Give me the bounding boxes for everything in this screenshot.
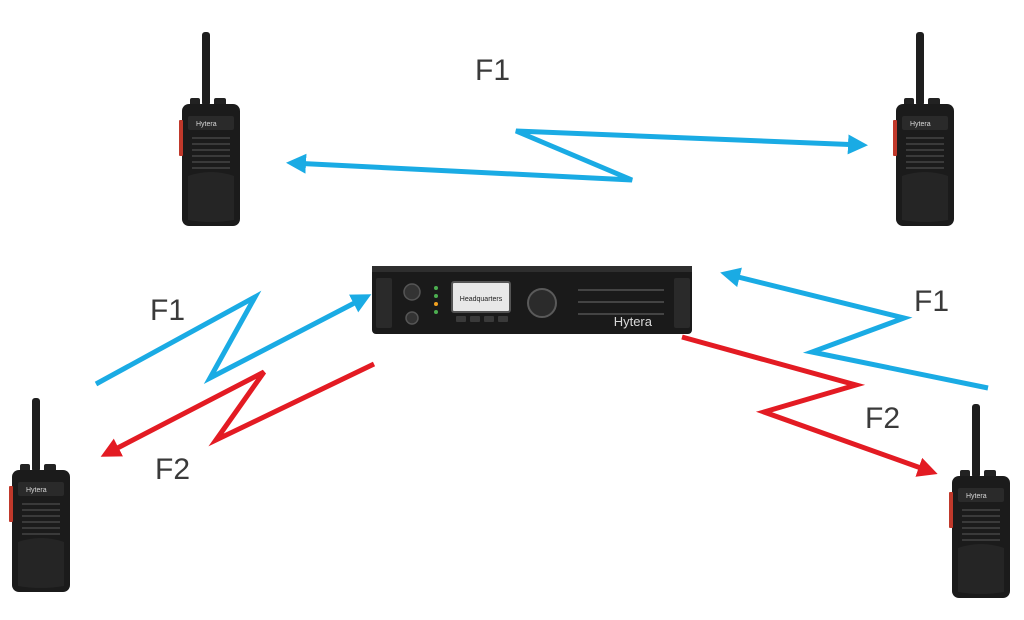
label-f1-top: F1 (475, 54, 510, 87)
radio-bottom-right (948, 403, 1011, 599)
label-f2-right: F2 (865, 402, 900, 435)
radio-top-left (178, 31, 241, 227)
f2-downlink-left (100, 361, 376, 457)
repeater-brand: Hytera (614, 314, 653, 329)
f1-uplink-left (94, 290, 372, 387)
label-f2-left: F2 (155, 453, 190, 486)
f1-uplink-right (720, 267, 989, 391)
label-f1-left: F1 (150, 294, 185, 327)
f1-direct-link (286, 128, 868, 183)
repeater-screen-text: Headquarters (460, 296, 503, 303)
f2-downlink-right (681, 334, 938, 477)
repeater-unit: Headquarters Hytera (372, 266, 692, 334)
label-f1-right: F1 (914, 285, 949, 318)
radio-top-right (892, 31, 955, 227)
radio-bottom-left (8, 397, 71, 593)
